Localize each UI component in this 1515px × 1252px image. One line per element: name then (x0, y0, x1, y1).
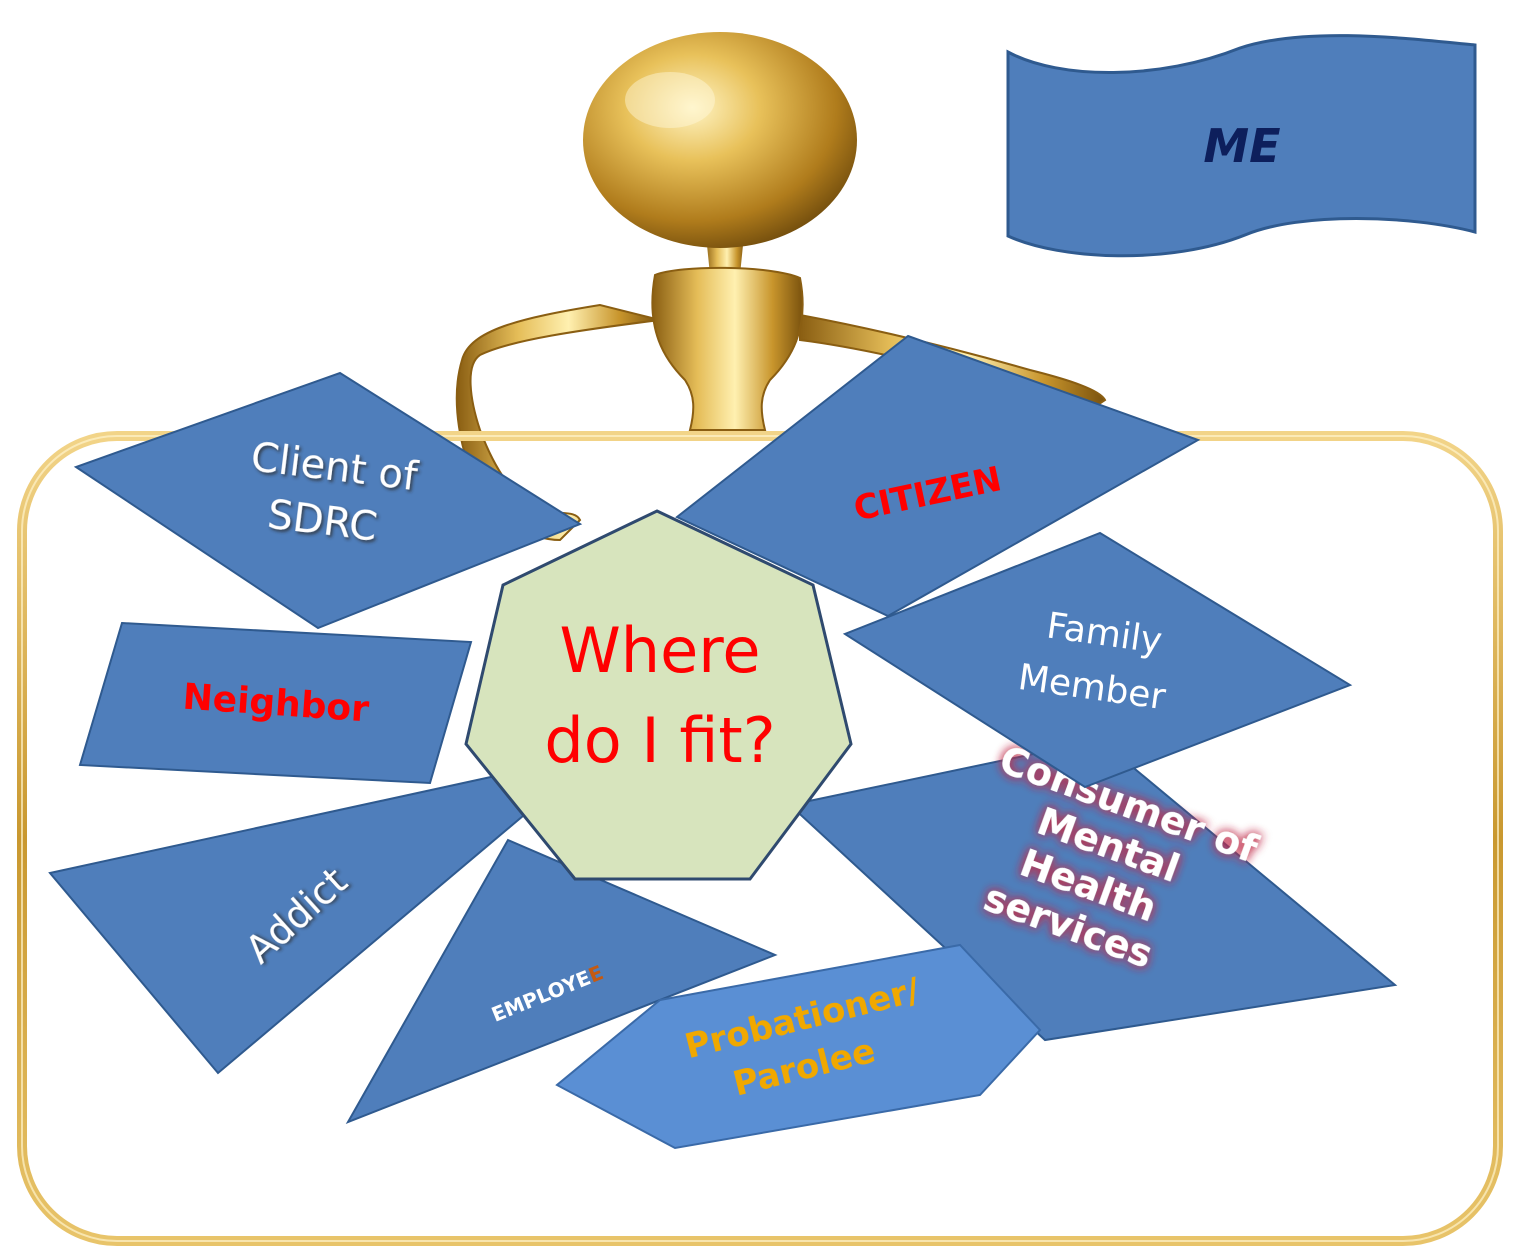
shape-probationer: Probationer/ Parolee (555, 943, 1042, 1150)
shape-addict: Addict (48, 773, 532, 1075)
shape-employee: EMPLOYEE (345, 838, 778, 1124)
me-banner-label: ME (1203, 119, 1280, 173)
shape-client: Client of SDRC (73, 371, 583, 630)
center-heptagon: Where do I fit? (464, 509, 853, 881)
center-label-line2: do I fit? (544, 704, 775, 777)
me-banner: ME (1006, 34, 1477, 258)
shape-citizen: CITIZEN (675, 334, 1201, 618)
shape-consumer: Consumer of Mental Health services (787, 737, 1398, 1042)
shape-neighbor: Neighbor (78, 621, 473, 785)
center-label-line1: Where (559, 614, 760, 687)
shape-family: Family Member (842, 531, 1353, 789)
